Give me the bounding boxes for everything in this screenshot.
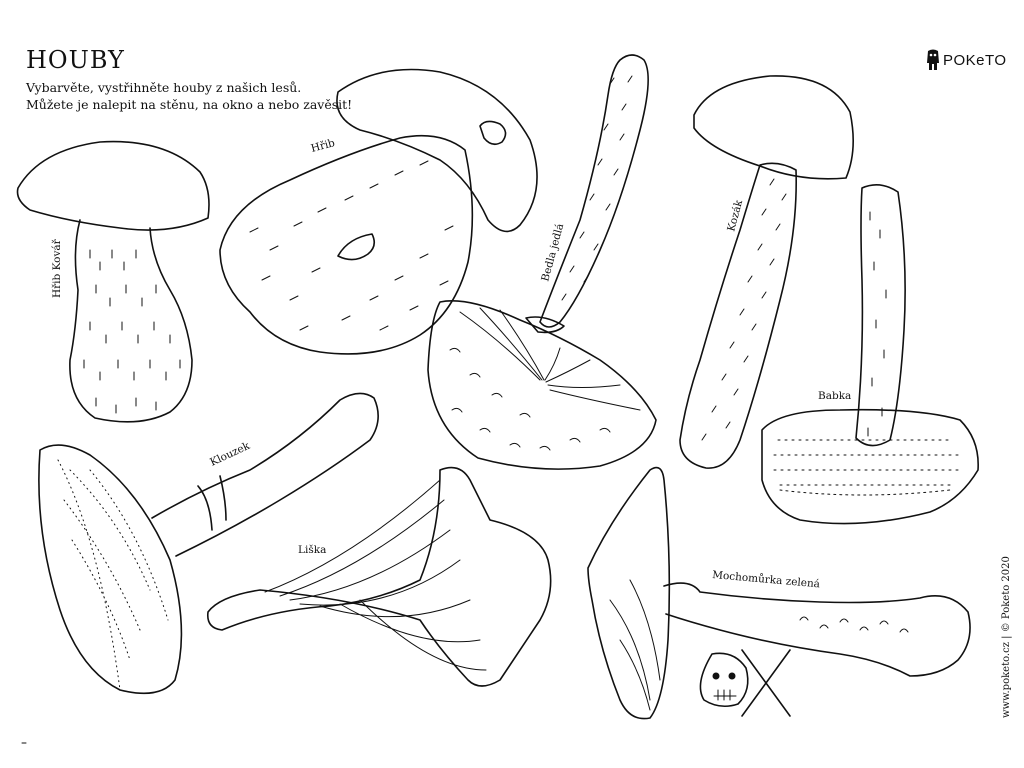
mushroom-mochomurka: Mochomůrka zelená (587, 466, 971, 720)
label-kozak: Kozák (725, 198, 745, 233)
logo-text: POKeTO (943, 51, 1007, 69)
mushroom-kozak: Kozák (679, 75, 854, 469)
label-hrib-kovar: Hřib Kovář (51, 238, 63, 298)
instructions-line-2: Můžete je nalepit na stěnu, na okno a ne… (26, 97, 353, 112)
poketo-logo: POKeTO (926, 49, 1007, 71)
label-bedla: Bedla jedlá (539, 222, 566, 283)
mushroom-hrib: Hřib (219, 68, 538, 355)
label-klouzek: Klouzek (208, 440, 252, 469)
mushroom-hrib-kovar: Hřib Kovář (16, 140, 210, 423)
instructions-line-1: Vybarvěte, vystřihněte houby z našich le… (26, 80, 302, 95)
skull-crossbones-icon (699, 649, 791, 717)
poketo-monster-icon (927, 49, 939, 70)
mushroom-liska: Liška (206, 466, 552, 687)
page-title: HOUBY (26, 46, 125, 74)
mushroom-bedla: Bedla jedlá (427, 54, 657, 470)
label-mochomurka: Mochomůrka zelená (712, 568, 821, 590)
mushroom-babka: Babka (761, 184, 979, 525)
label-liska: Liška (298, 544, 326, 556)
label-hrib: Hřib (310, 137, 337, 155)
label-babka: Babka (818, 390, 851, 402)
mushroom-klouzek: Klouzek (38, 392, 379, 695)
